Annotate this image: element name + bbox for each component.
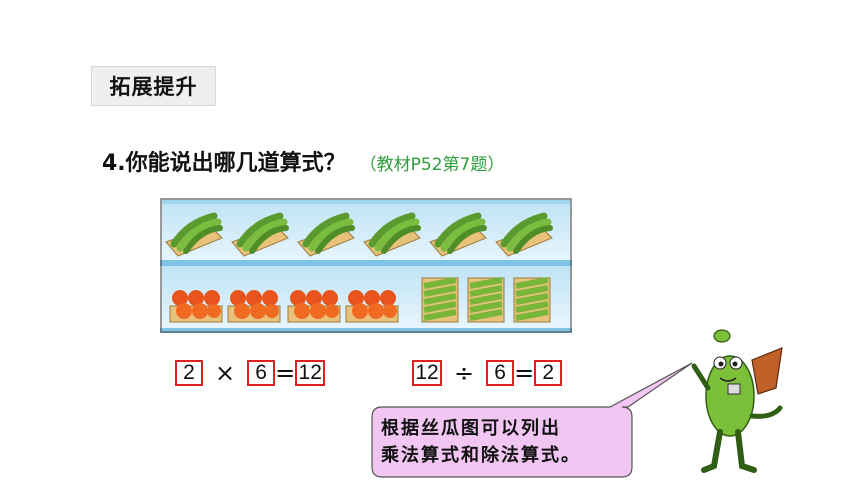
speech-bubble-text: 根据丝瓜图可以列出 乘法算式和除法算式。 [381, 415, 626, 469]
speech-line-1: 根据丝瓜图可以列出 [381, 418, 561, 439]
textbook-reference: （教材P52第7题） [359, 155, 505, 175]
section-title: 拓展提升 [91, 66, 216, 106]
equals-sign: = [275, 359, 296, 387]
equals-sign: = [514, 359, 535, 387]
multiply-sign: × [215, 359, 236, 387]
question-text: 4.你能说出哪几道算式？ [102, 151, 346, 176]
divide-sign: ÷ [454, 359, 475, 387]
speech-line-2: 乘法算式和除法算式。 [381, 445, 581, 466]
answer-box[interactable]: 6 [247, 360, 276, 386]
answer-box[interactable]: 2 [534, 360, 563, 386]
division-equation: 12 ÷ 6 = 2 [412, 358, 563, 388]
luffa-shelf-illustration [160, 198, 572, 333]
answer-box[interactable]: 6 [486, 360, 515, 386]
answer-box[interactable]: 12 [295, 360, 326, 386]
question: 4.你能说出哪几道算式？ （教材P52第7题） [102, 145, 504, 177]
luffa-mascot-icon [691, 329, 783, 473]
answer-box[interactable]: 2 [175, 360, 203, 386]
answer-box[interactable]: 12 [412, 360, 442, 386]
multiplication-equation: 2 × 6 = 12 [175, 358, 326, 388]
speech-bubble [371, 362, 693, 478]
